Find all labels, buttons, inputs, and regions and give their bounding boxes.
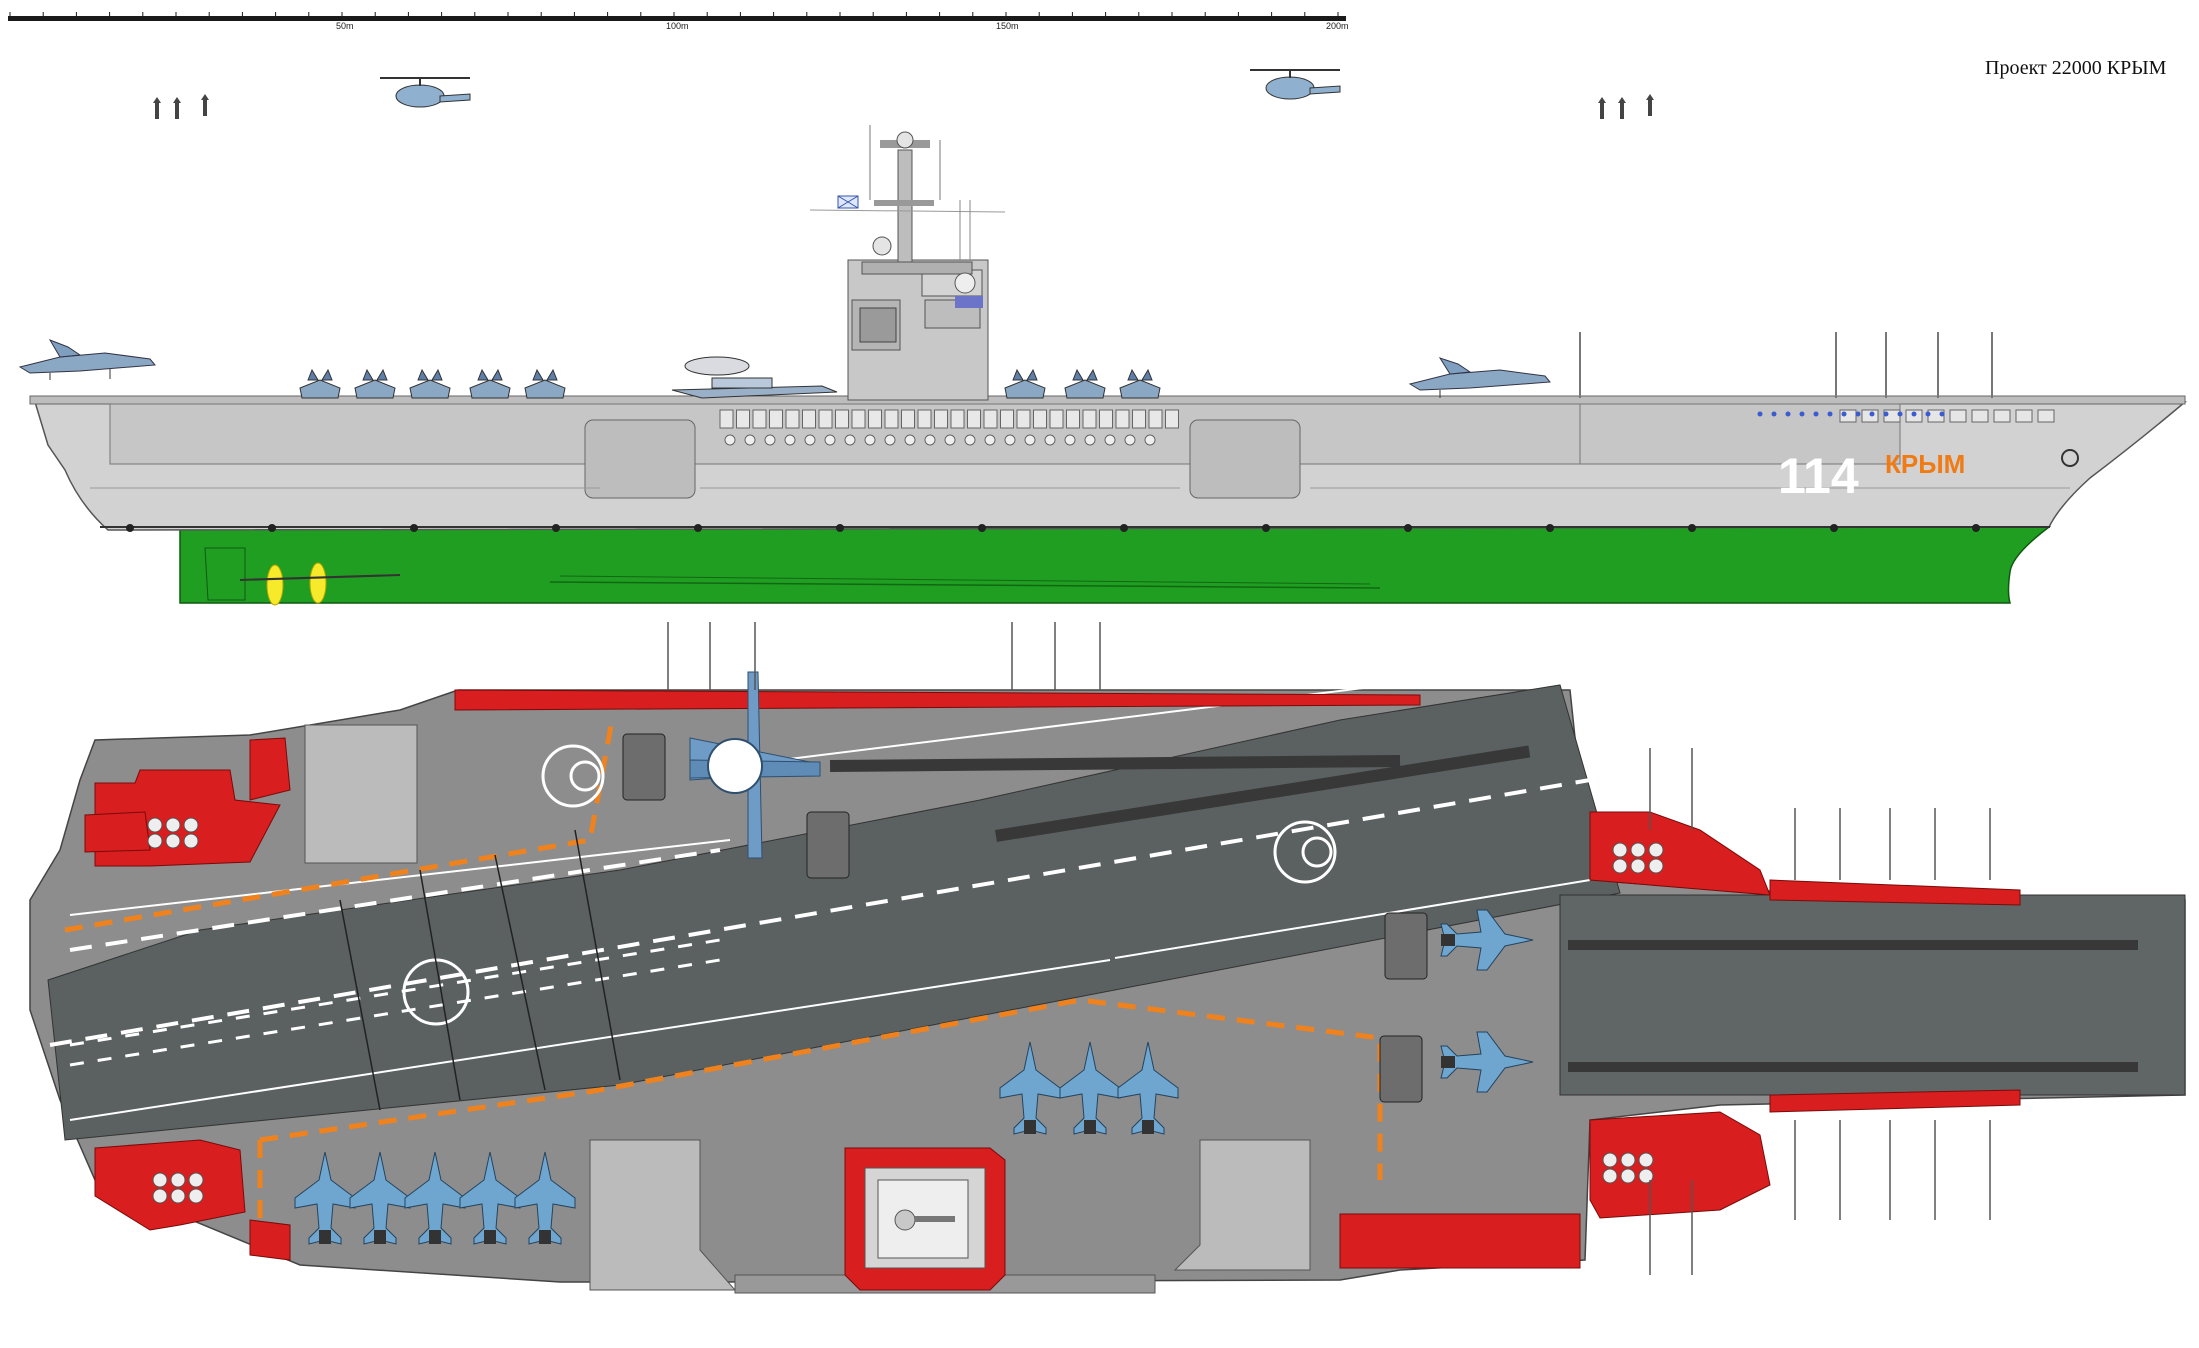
sponson-stern-left <box>84 811 151 853</box>
side-folded-jet <box>354 368 396 399</box>
sponson-starboard-aft <box>94 1139 246 1231</box>
side-elevator-2 <box>1189 419 1301 499</box>
scale-tick-150: 150m <box>996 21 1019 31</box>
deflector-4 <box>1379 1035 1423 1103</box>
side-jet-bow <box>1408 357 1552 398</box>
side-profile: 114 КРЫМ <box>18 69 2188 606</box>
top-fighter-jet <box>1440 1031 1534 1093</box>
side-folded-jet <box>469 368 511 399</box>
side-folded-jet <box>524 368 566 399</box>
deflector-1 <box>622 733 666 801</box>
bow-runway <box>1559 894 2186 1096</box>
anchor-icon <box>2061 449 2079 467</box>
catapult-1 <box>830 755 1401 772</box>
deck-elevator-2 <box>589 1139 737 1291</box>
side-aew-aircraft <box>671 356 838 399</box>
top-fighter-jet <box>514 1151 576 1245</box>
top-view <box>29 622 2186 1294</box>
orange-marking-1 <box>64 719 615 933</box>
hull-number: 114 <box>1778 448 1859 504</box>
top-aew-aircraft <box>689 671 821 859</box>
scale-tick-200: 200m <box>1326 21 1349 31</box>
side-folded-jet <box>1004 368 1046 399</box>
landing-circle-2 <box>1273 820 1337 884</box>
deck-elevator-1 <box>304 724 418 864</box>
side-folded-jet <box>409 368 451 399</box>
side-jet-stern <box>18 339 157 380</box>
side-helicopter-1 <box>380 77 471 108</box>
sponson-bow-lower <box>1339 1213 1581 1269</box>
catapult-4 <box>1568 1062 2138 1072</box>
hull-name: КРЫМ <box>1885 449 1965 479</box>
missile-icon <box>1620 103 1624 119</box>
deck-elevator-3 <box>1173 1139 1311 1271</box>
scale-bar: 50m 100m 150m 200m <box>8 12 1349 31</box>
missile-icon <box>155 103 159 119</box>
top-fighter-jet <box>1117 1041 1179 1135</box>
propeller-1 <box>266 564 284 606</box>
landing-circle-1 <box>541 744 605 808</box>
missile-icon <box>1648 100 1652 116</box>
side-helicopter-2 <box>1250 69 1341 100</box>
catapult-2 <box>994 745 1531 842</box>
missile-icon <box>1600 103 1604 119</box>
scale-tick-100: 100m <box>666 21 689 31</box>
page-title: Проект 22000 КРЫМ <box>1985 57 2167 79</box>
island <box>809 125 1006 401</box>
missile-icon <box>203 100 207 116</box>
side-folded-jet <box>299 368 341 399</box>
side-folded-jet <box>1119 368 1161 399</box>
missile-icon <box>175 103 179 119</box>
scale-tick-50: 50m <box>336 21 354 31</box>
deflector-2 <box>806 811 850 879</box>
top-fighter-jet <box>1440 909 1534 971</box>
island-top-view <box>844 1147 1006 1291</box>
sponson-right-lower <box>1589 1111 1771 1219</box>
catapult-3 <box>1568 940 2138 950</box>
deflector-3 <box>1384 912 1428 980</box>
underwater-hull <box>179 526 2052 604</box>
sponson-top-edge <box>454 689 1421 711</box>
propeller-2 <box>309 562 327 604</box>
side-elevator-1 <box>584 419 696 499</box>
side-folded-jet <box>1064 368 1106 399</box>
rudder <box>204 547 246 601</box>
